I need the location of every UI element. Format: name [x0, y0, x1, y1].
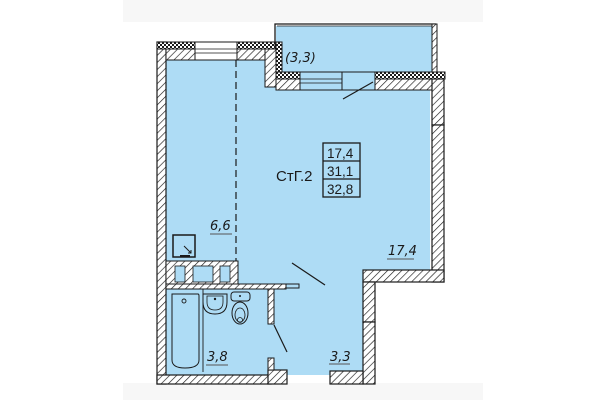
- area-summary-box: [322, 142, 361, 198]
- unit-summary: СтГ.2 17,4 31,1 32,8: [276, 142, 361, 198]
- balcony-floor: [276, 26, 433, 72]
- bathroom-door: [273, 324, 288, 353]
- balcony-door: [342, 81, 374, 100]
- room-door: [291, 262, 326, 286]
- living-room-area-label: 17,4: [388, 244, 417, 259]
- doors: [273, 81, 374, 353]
- hallway-area-label: 3,3: [330, 350, 351, 365]
- balcony-area-label: (3,3): [285, 51, 316, 66]
- bathroom-area-label: 3,8: [207, 350, 228, 365]
- kitchen-area-label: 6,6: [210, 219, 231, 234]
- total-area-value: 31,1: [327, 164, 353, 179]
- sink-icon: [202, 293, 228, 315]
- toilet-icon: [230, 291, 251, 325]
- living-area-value: 17,4: [327, 146, 354, 161]
- bottom-margin-strip: [123, 383, 483, 400]
- stove-icon: [172, 234, 196, 258]
- room-labels: (3,3) 6,6 17,4 3,8 3,3: [206, 51, 417, 366]
- unit-code: СтГ.2: [276, 168, 313, 185]
- top-margin-strip: [123, 0, 483, 22]
- bathtub-icon: [171, 289, 204, 372]
- total-area-with-balcony-value: 32,8: [327, 182, 353, 197]
